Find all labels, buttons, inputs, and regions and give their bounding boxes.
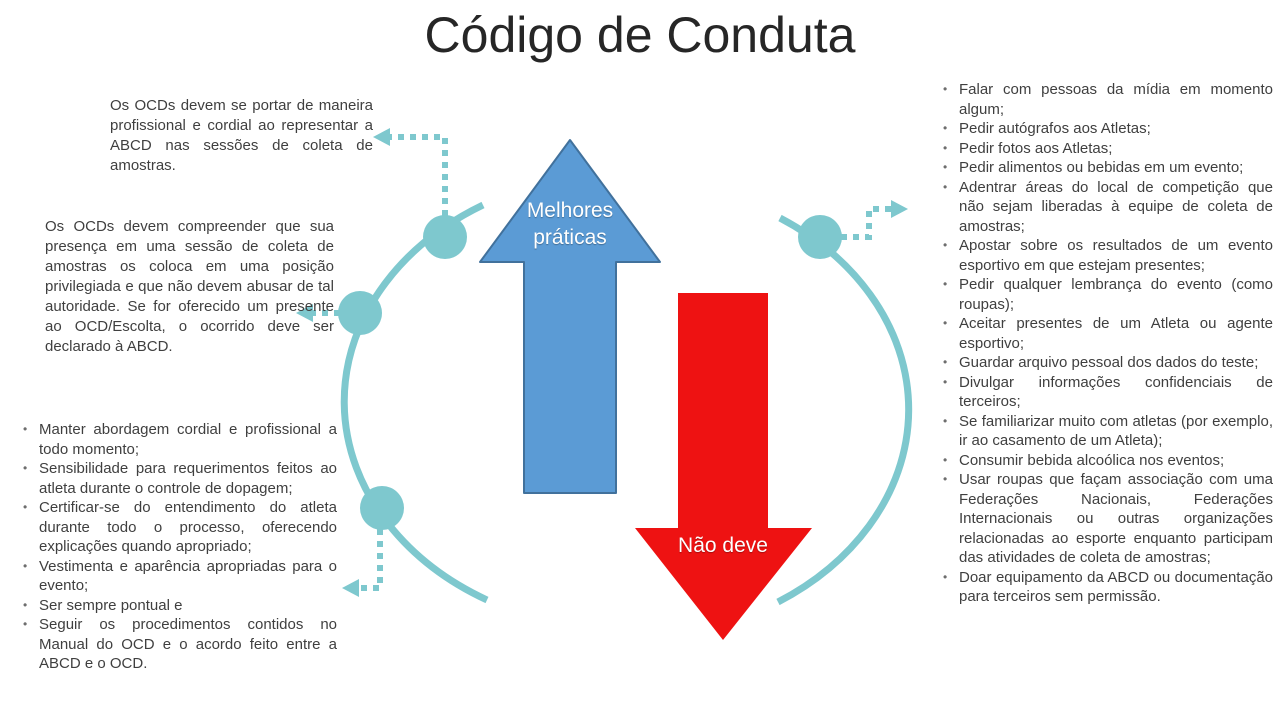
node-circle bbox=[798, 215, 842, 259]
note-professional-conduct: Os OCDs devem se portar de maneira profi… bbox=[110, 97, 373, 174]
list-item: Certificar-se do entendimento do atleta … bbox=[20, 498, 337, 557]
left-arc bbox=[340, 201, 489, 604]
list-item: Pedir alimentos ou bebidas em um evento; bbox=[940, 158, 1273, 178]
list-item: Falar com pessoas da mídia em momento al… bbox=[940, 80, 1273, 119]
list-item: Apostar sobre os resultados de um evento… bbox=[940, 236, 1273, 275]
dotted-arrow-left-icon bbox=[373, 128, 390, 146]
list-item: Doar equipamento da ABCD ou documentação… bbox=[940, 568, 1273, 607]
list-item: Adentrar áreas do local de competição qu… bbox=[940, 178, 1273, 237]
best-practices-list: Manter abordagem cordial e profissional … bbox=[20, 420, 337, 674]
connector-left-bullets bbox=[356, 529, 383, 591]
list-item: Aceitar presentes de um Atleta ou agente… bbox=[940, 314, 1273, 353]
node-circle bbox=[423, 215, 467, 259]
list-item: Pedir autógrafos aos Atletas; bbox=[940, 119, 1273, 139]
dotted-arrow-right-icon bbox=[891, 200, 908, 218]
list-item: Sensibilidade para requerimentos feitos … bbox=[20, 459, 337, 498]
list-item: Pedir qualquer lembrança do evento (como… bbox=[940, 275, 1273, 314]
up-arrow-shape bbox=[479, 139, 661, 494]
dotted-arrow-left-icon bbox=[296, 304, 313, 322]
node-circle bbox=[360, 486, 404, 530]
connector-right-bullets bbox=[841, 206, 892, 240]
list-item: Pedir fotos aos Atletas; bbox=[940, 139, 1273, 159]
list-item: Se familiarizar muito com atletas (por e… bbox=[940, 412, 1273, 451]
must-not-label: Não deve bbox=[678, 534, 768, 557]
list-item: Guardar arquivo pessoal dos dados do tes… bbox=[940, 353, 1273, 373]
list-item: Seguir os procedimentos contidos no Manu… bbox=[20, 615, 337, 674]
best-practices-label: Melhores práticas bbox=[526, 199, 614, 250]
list-item: Divulgar informações confidenciais de te… bbox=[940, 373, 1273, 412]
list-item: Ser sempre pontual e bbox=[20, 596, 337, 616]
must-not-list: Falar com pessoas da mídia em momento al… bbox=[940, 80, 1273, 607]
list-item: Vestimenta e aparência apropriadas para … bbox=[20, 557, 337, 596]
note-privileged-position: Os OCDs devem compreender que sua presen… bbox=[45, 218, 334, 355]
dotted-arrow-left-icon bbox=[342, 579, 359, 597]
list-item: Manter abordagem cordial e profissional … bbox=[20, 420, 337, 459]
node-circle bbox=[338, 291, 382, 335]
right-arc bbox=[776, 214, 913, 606]
list-item: Usar roupas que façam associação com uma… bbox=[940, 470, 1273, 568]
page-title: Código de Conduta bbox=[424, 7, 856, 63]
list-item: Consumir bebida alcoólica nos eventos; bbox=[940, 451, 1273, 471]
down-arrow-shape bbox=[635, 293, 812, 640]
connector-note1 bbox=[388, 134, 448, 216]
